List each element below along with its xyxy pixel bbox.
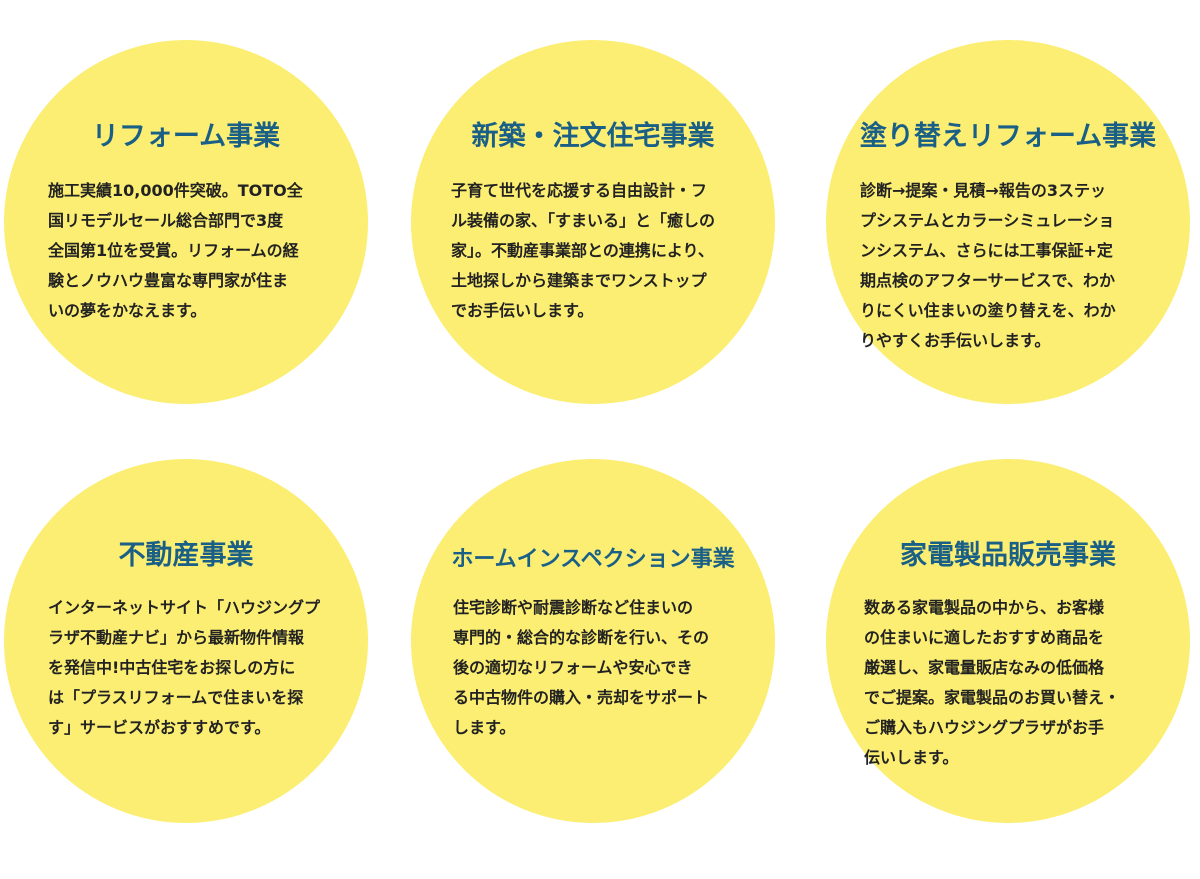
description-line: いの夢をかなえます。 (48, 301, 207, 320)
business-description: 施工実績10,000件突破。TOTO全 国リモデルセール総合部門で3度 全国第1… (48, 176, 334, 326)
description-line: インターネットサイト「ハウジングプ (48, 598, 321, 617)
description-line: りやすくお手伝いします。 (860, 331, 1051, 350)
business-description: 数ある家電製品の中から、お客様 の住まいに適したおすすめ商品を 厳選し、家電量販… (864, 593, 1170, 773)
description-line: 験とノウハウ豊富な専門家が住ま (48, 271, 289, 290)
description-line: 国リモデルセール総合部門で3度 (48, 211, 284, 230)
description-line: の住まいに適したおすすめ商品を (864, 628, 1105, 647)
description-line: 家」。不動産事業部との連携により、 (451, 241, 714, 260)
business-title: 新築・注文住宅事業 (471, 121, 715, 152)
description-line: 期点検のアフターサービスで、わか (860, 271, 1116, 290)
business-card-appliances: 家電製品販売事業 数ある家電製品の中から、お客様 の住まいに適したおすすめ商品を… (826, 459, 1190, 823)
business-description: 子育て世代を応援する自由設計・フ ル装備の家、「すまいる」と「癒しの 家」。不動… (451, 176, 751, 326)
description-line: 厳選し、家電量販店なみの低価格 (864, 658, 1105, 677)
description-line: を発信中!中古住宅をお探しの方に (48, 658, 296, 677)
business-card-real-estate: 不動産事業 インターネットサイト「ハウジングプ ラザ不動産ナビ」から最新物件情報… (4, 459, 368, 823)
business-card-repaint: 塗り替えリフォーム事業 診断→提案・見積→報告の3ステッ プシステムとカラーシミ… (826, 40, 1190, 404)
business-card-new-house: 新築・注文住宅事業 子育て世代を応援する自由設計・フ ル装備の家、「すまいる」と… (411, 40, 775, 404)
description-line: 土地探しから建築までワンストップ (451, 271, 707, 290)
description-line: 後の適切なリフォームや安心でき (453, 658, 693, 677)
description-line: プシステムとカラーシミュレーショ (860, 211, 1115, 230)
description-line: 伝いします。 (864, 748, 959, 767)
description-line: ンシステム、さらには工事保証+定 (860, 241, 1113, 260)
description-line: 専門的・総合的な診断を行い、その (453, 628, 710, 647)
description-line: る中古物件の購入・売却をサポート (453, 688, 710, 707)
description-line: 診断→提案・見積→報告の3ステッ (860, 181, 1106, 200)
description-line: 施工実績10,000件突破。TOTO全 (48, 181, 303, 200)
business-description: 住宅診断や耐震診断など住まいの 専門的・総合的な診断を行い、その 後の適切なリフ… (453, 593, 753, 743)
description-line: ラザ不動産ナビ」から最新物件情報 (48, 628, 305, 647)
description-line: す」サービスがおすすめです。 (48, 718, 271, 737)
business-description: 診断→提案・見積→報告の3ステッ プシステムとカラーシミュレーショ ンシステム、… (860, 176, 1170, 356)
description-line: ご購入もハウジングプラザがお手 (864, 718, 1105, 737)
business-description: インターネットサイト「ハウジングプ ラザ不動産ナビ」から最新物件情報 を発信中!… (48, 593, 348, 743)
description-line: 住宅診断や耐震診断など住まいの (453, 598, 694, 617)
description-line: ル装備の家、「すまいる」と「癒しの (451, 211, 716, 230)
business-title: 家電製品販売事業 (900, 540, 1116, 571)
business-title: ホームインスペクション事業 (451, 547, 735, 572)
business-title: 塗り替えリフォーム事業 (859, 121, 1157, 152)
description-line: 数ある家電製品の中から、お客様 (864, 598, 1105, 617)
description-line: は「プラスリフォームで住まいを探 (48, 688, 304, 707)
description-line: でお手伝いします。 (451, 301, 594, 320)
description-line: 子育て世代を応援する自由設計・フ (451, 181, 708, 200)
description-line: りにくい住まいの塗り替えを、わか (860, 301, 1116, 320)
description-line: します。 (453, 718, 516, 737)
business-title: 不動産事業 (118, 540, 254, 571)
description-line: 全国第1位を受賞。リフォームの経 (48, 241, 299, 260)
business-card-home-inspection: ホームインスペクション事業 住宅診断や耐震診断など住まいの 専門的・総合的な診断… (411, 459, 775, 823)
description-line: でご提案。家電製品のお買い替え・ (864, 688, 1121, 707)
business-card-reform: リフォーム事業 施工実績10,000件突破。TOTO全 国リモデルセール総合部門… (4, 40, 368, 404)
business-title: リフォーム事業 (91, 121, 281, 152)
